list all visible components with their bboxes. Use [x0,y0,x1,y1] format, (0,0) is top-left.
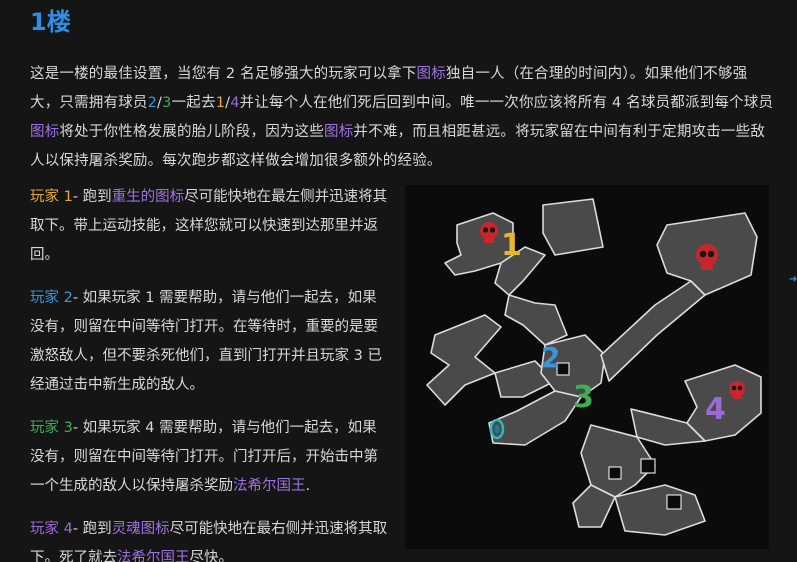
player-1-paragraph: 玩家 1- 跑到重生的图标尽可能快地在最左侧并迅速将其取下。带上运动技能，这样您… [30,183,390,270]
skull-icon [480,222,498,243]
player-text: 尽快。 [189,550,234,562]
map-corridor [488,390,582,446]
map-marker-3: 3 [573,380,594,415]
map-corridor [504,294,568,346]
king-link[interactable]: 法希尔国王 [117,550,190,562]
player-3-paragraph: 玩家 3- 如果玩家 4 需要帮助，请与他们一起去，如果没有，则留在中间等待门打… [30,414,390,501]
map-room-bottom [614,484,706,536]
icon-link[interactable]: 图标 [416,66,446,82]
scroll-arrow-icon[interactable]: ➜ [789,274,797,285]
player-4-paragraph: 玩家 4- 跑到灵魂图标尽可能快地在最右侧并迅速将其取下。死了就去法希尔国王尽快… [30,515,390,562]
skull-icon [696,244,718,270]
player-instructions: 玩家 1- 跑到重生的图标尽可能快地在最左侧并迅速将其取下。带上运动技能，这样您… [30,183,390,562]
player-label: 玩家 1 [30,189,73,205]
map-corridor [630,408,706,446]
slash: / [157,95,163,111]
player-text: . [305,478,311,494]
floor-map-svg: 1 2 3 4 [426,198,762,536]
map-room-top-left-annex [542,198,604,256]
player-label: 玩家 3 [30,420,73,436]
player-text: - 跑到 [72,521,112,537]
map-center-hub [540,334,606,398]
page-title: 1楼 [30,8,71,36]
intro-text: 一起去 [171,95,216,111]
icon-link[interactable]: 图标 [30,124,60,140]
rebirth-icon-link[interactable]: 重生的图标 [111,189,185,205]
icon-link[interactable]: 图标 [324,124,354,140]
player-number: 3 [162,95,172,111]
player-2-paragraph: 玩家 2- 如果玩家 1 需要帮助，请与他们一起去，如果没有，则留在中间等待门打… [30,284,390,400]
player-text: - 如果玩家 4 需要帮助，请与他们一起去，如果没有，则留在中间等待门打开。门打… [30,420,378,494]
map-pillar [608,466,622,480]
king-link[interactable]: 法希尔国王 [233,478,306,494]
player-text: 尽可能快地在最左侧并迅速将其取下。带上运动技能，这样您就可以快速到达那里并返回。 [30,189,388,263]
intro-text: 将处于你性格发展的胎儿阶段，因为这些 [59,124,325,140]
player-label: 玩家 2 [30,290,73,306]
map-pillar [666,494,682,510]
floor-map: 1 2 3 4 [405,185,769,549]
player-text: 尽可能快地在最右侧并迅速将其取下。死了就去 [30,521,388,562]
map-marker-1: 1 [501,228,522,263]
map-corridor [600,280,706,382]
intro-text: 独自一人（在合理的时间内）。如果他们不够强大，只需拥有球员 [30,66,748,111]
skull-icon [729,381,745,399]
map-room-bottom [580,424,656,498]
soul-icon-link[interactable]: 灵魂图标 [111,521,170,537]
map-room-bottom-left [572,484,616,528]
player-text: - 如果玩家 1 需要帮助，请与他们一起去，如果没有，则留在中间等待门打开。在等… [30,290,382,393]
map-corridor [494,360,556,398]
intro-paragraph: 这是一楼的最佳设置，当您有 2 名足够强大的玩家可以拿下图标独自一人（在合理的时… [30,60,775,176]
map-marker-2: 2 [541,341,560,374]
player-number: 4 [230,95,240,111]
slash: / [225,95,231,111]
portal-icon [489,418,505,440]
player-label: 玩家 4 [30,521,73,537]
map-marker-4: 4 [705,392,726,427]
player-text: - 跑到 [72,189,112,205]
intro-text: 并不难，而且相距甚远。将玩家留在中间有利于定期攻击一些敌人以保持屠杀奖励。每次跑… [30,124,766,169]
map-corridor [426,314,502,406]
intro-text: 这是一楼的最佳设置，当您有 2 名足够强大的玩家可以拿下 [30,66,417,82]
player-number: 2 [147,95,158,111]
map-pillar [640,458,656,474]
intro-text: 并让每个人在他们死后回到中间。唯一一次你应该将所有 4 名球员都派到每个球员 [239,95,774,111]
map-pillar [556,362,570,376]
player-number: 1 [215,95,226,111]
map-corridor [494,246,546,296]
